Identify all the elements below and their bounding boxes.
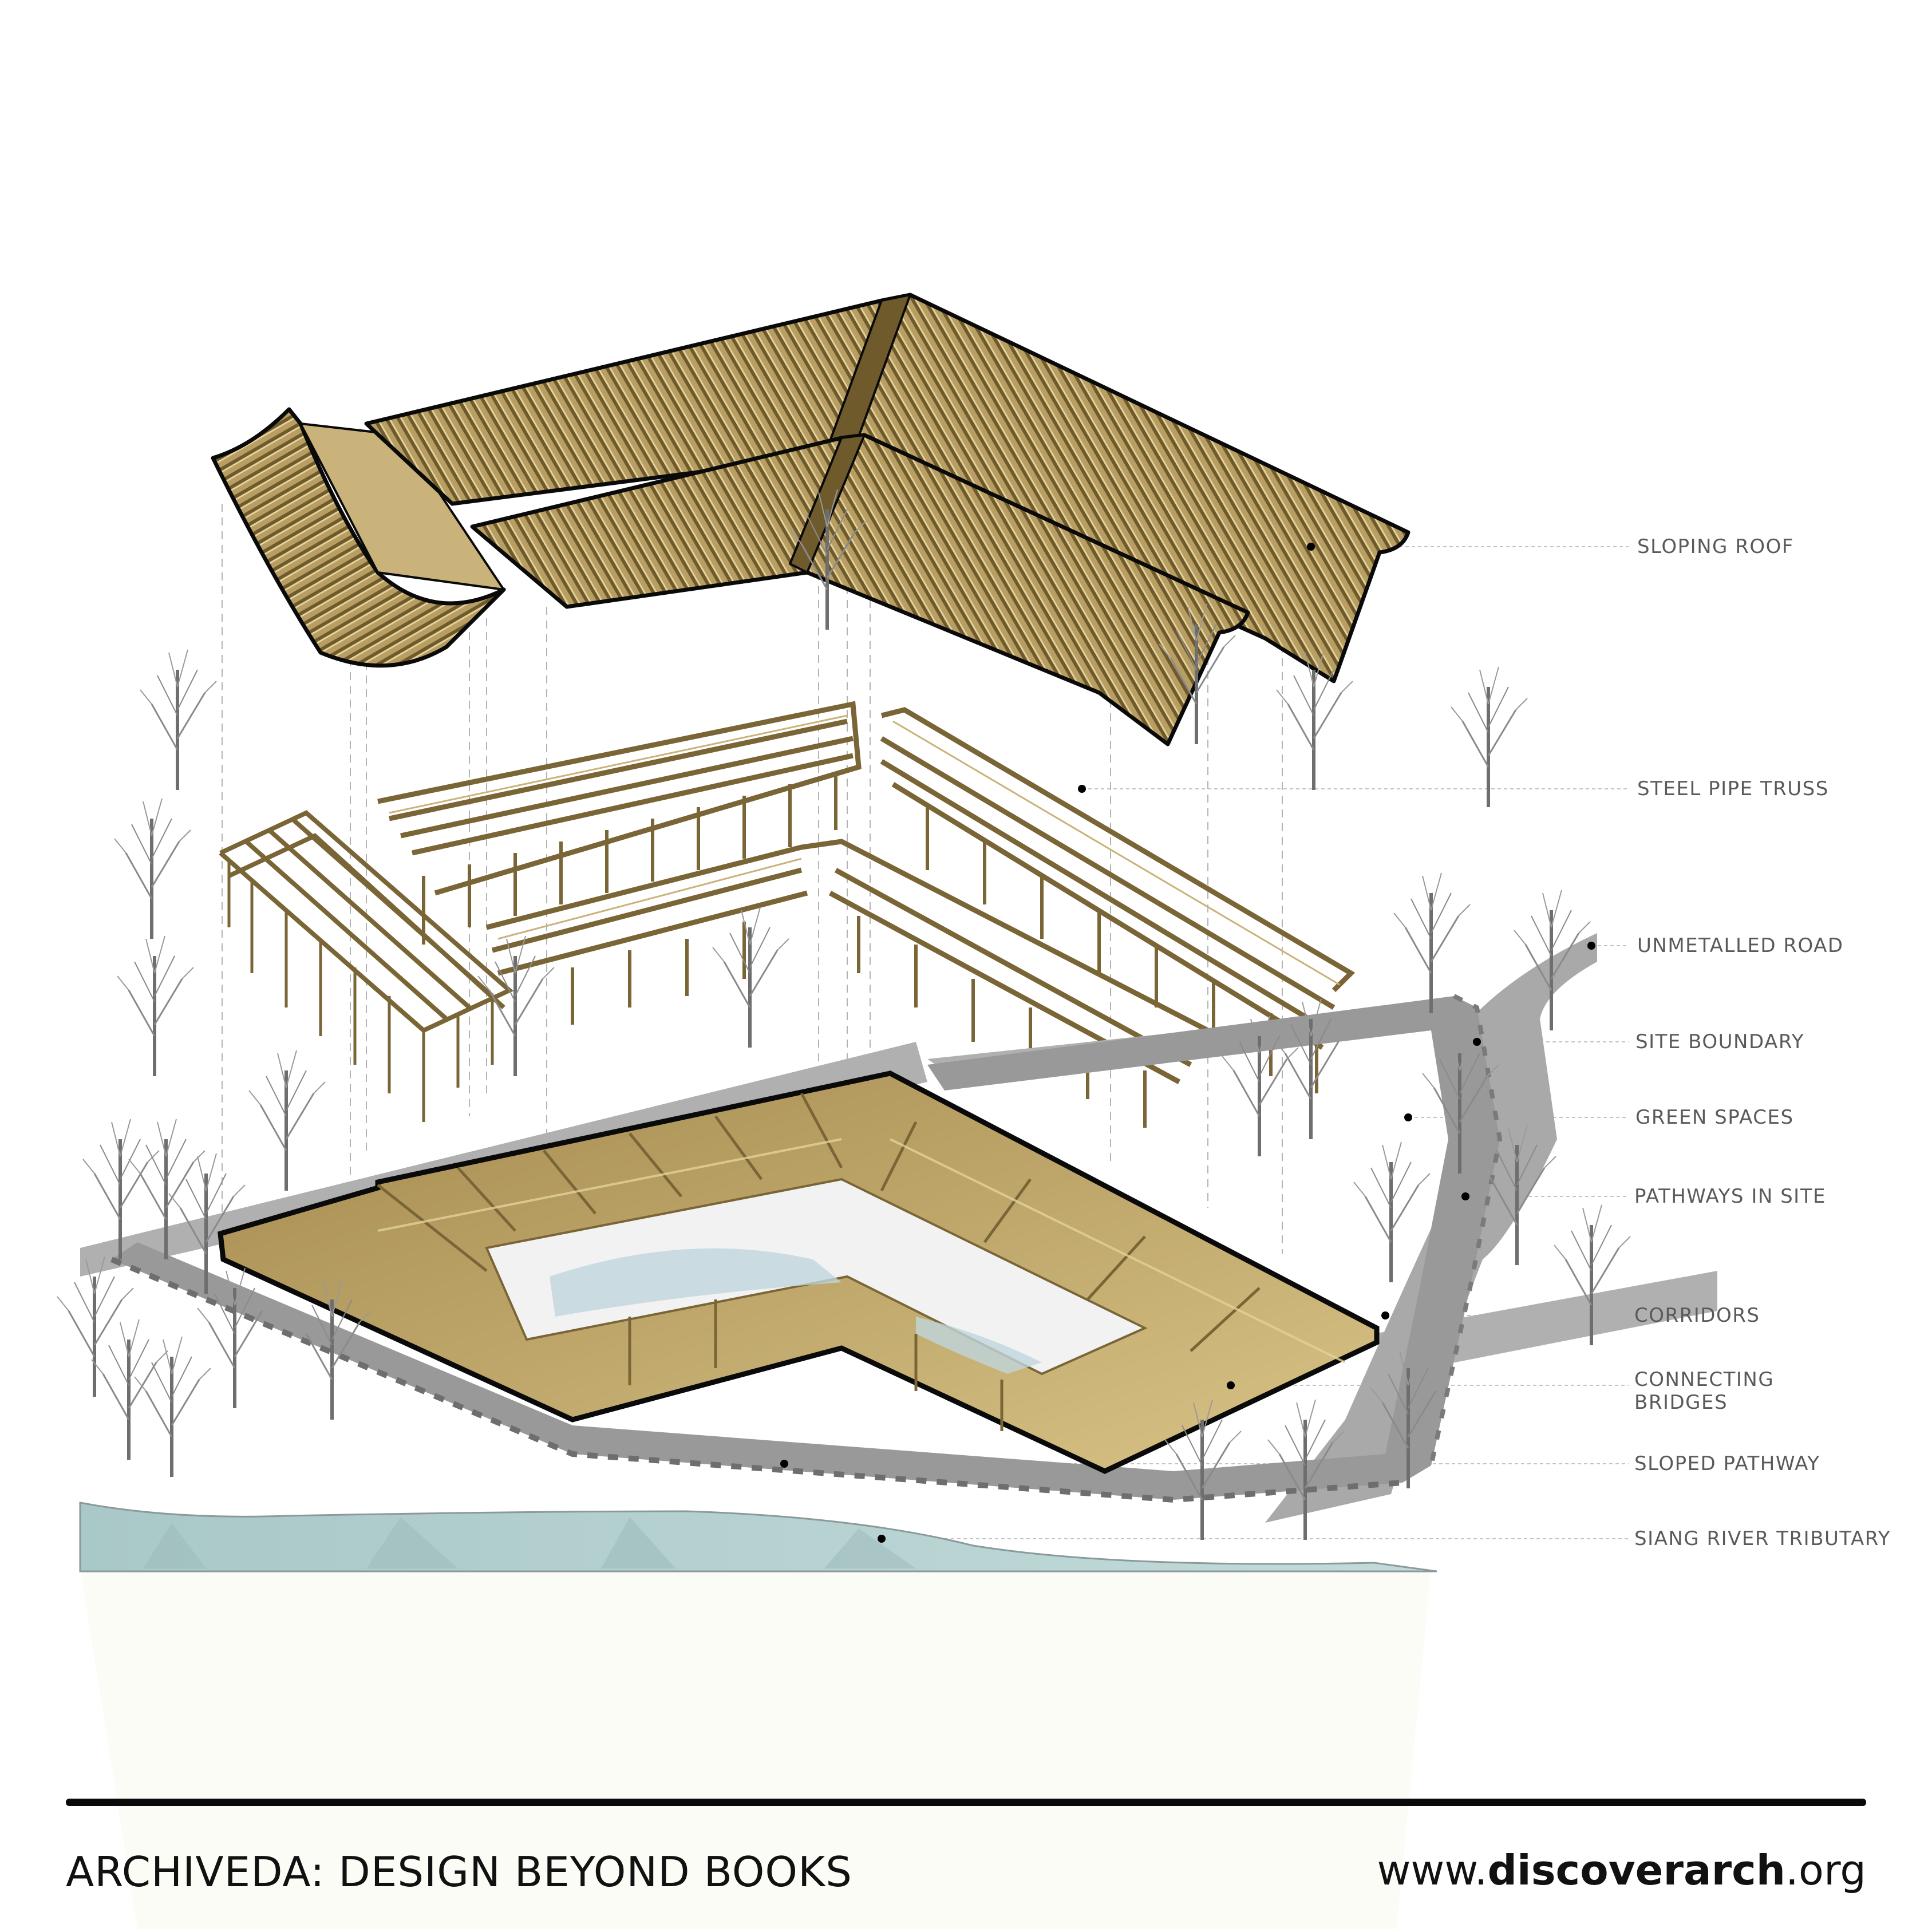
- label-sloped-pathway: SLOPED PATHWAY: [1634, 1452, 1820, 1475]
- url-prefix: www.: [1377, 1846, 1488, 1894]
- siang-river-tributary: [79, 1502, 1437, 1573]
- sloped-pathway-edge: [110, 1257, 1403, 1503]
- label-steel-pipe-truss: STEEL PIPE TRUSS: [1637, 777, 1829, 800]
- unmetalled-road: [1265, 933, 1597, 1523]
- footer-divider: [66, 1799, 1866, 1806]
- label-unmetalled-road: UNMETALLED ROAD: [1637, 934, 1844, 957]
- url-suffix: .org: [1785, 1846, 1866, 1894]
- sloping-roof: [211, 293, 1411, 746]
- river-texture: [143, 1517, 916, 1568]
- site-marker-dots: [780, 942, 1595, 1468]
- background-shade: [80, 1568, 1431, 1929]
- footer-brand-tagline: ARCHIVEDA: DESIGN BEYOND BOOKS: [66, 1848, 852, 1896]
- label-pathways-in-site: PATHWAYS IN SITE: [1634, 1185, 1826, 1208]
- label-sloping-roof: SLOPING ROOF: [1637, 535, 1794, 558]
- label-site-boundary: SITE BOUNDARY: [1635, 1030, 1805, 1053]
- label-bridges: BRIDGES: [1634, 1391, 1728, 1414]
- url-brand: discoverarch: [1487, 1846, 1786, 1894]
- label-green-spaces: GREEN SPACES: [1635, 1106, 1794, 1129]
- ground-floor-building: [218, 1070, 1380, 1474]
- river-marker-dot: [878, 1535, 886, 1543]
- steel-pipe-truss: [219, 701, 1356, 1128]
- label-connecting: CONNECTING: [1634, 1368, 1775, 1391]
- courtyard-pond: [550, 1248, 841, 1317]
- label-siang-river-tributary: SIANG RIVER TRIBUTARY: [1634, 1527, 1891, 1550]
- roof-marker-dot: [1307, 543, 1315, 551]
- footer-website-link[interactable]: www.discoverarch.org: [1377, 1846, 1866, 1894]
- truss-marker-dot: [1078, 785, 1086, 793]
- label-corridors: CORRIDORS: [1634, 1304, 1760, 1327]
- projection-lines: [222, 504, 1283, 1254]
